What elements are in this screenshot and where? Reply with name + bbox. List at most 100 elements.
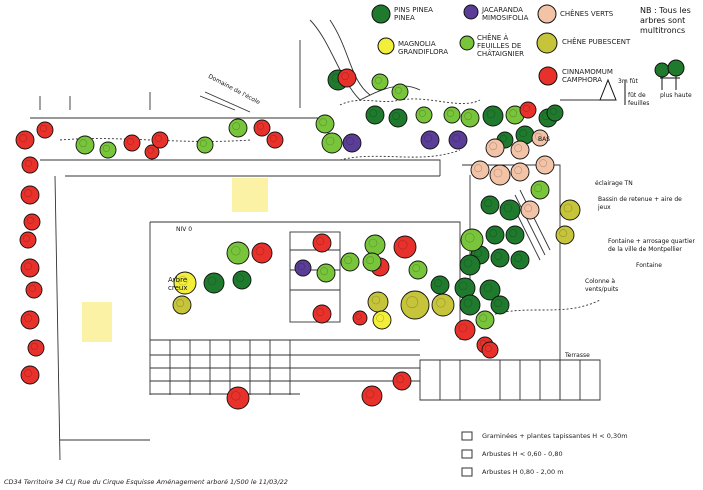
tree-camphora	[151, 131, 169, 149]
tree-sketch-mark	[494, 299, 503, 308]
tree-chene-chataignier	[364, 234, 386, 256]
tree-sketch-mark	[483, 283, 493, 293]
legend-label-pin: Pins Pinea Pinea	[394, 6, 433, 22]
tree-jacaranda	[294, 259, 312, 277]
tree-sketch-mark	[398, 240, 408, 250]
tree-sketch-mark	[493, 168, 503, 178]
legend-label-chene-pubescent: Chêne pubescent	[562, 38, 631, 46]
note-patch	[232, 178, 268, 212]
tree-sketch-mark	[484, 199, 493, 208]
tree-sketch-mark	[154, 134, 162, 142]
legend-swatch-pin	[371, 4, 391, 24]
tree-sketch-mark	[509, 109, 518, 118]
tree-jacaranda	[342, 133, 362, 153]
tree-chene-vert	[470, 160, 490, 180]
tree-camphora	[361, 385, 383, 407]
tree-sketch-mark	[28, 284, 36, 292]
tree-chene-chataignier	[321, 132, 343, 154]
label-fontaine-small: Fontaine	[636, 262, 662, 269]
tree-sketch-mark	[396, 375, 405, 384]
tree-jacaranda	[448, 130, 468, 150]
tree-sketch-mark	[39, 124, 47, 132]
note-fut: 3m fût	[618, 78, 638, 85]
tree-camphora	[20, 310, 40, 330]
tree-chene-vert	[485, 138, 505, 158]
tree-chene-pubescent	[400, 290, 430, 320]
tree-chene-chataignier	[460, 108, 480, 128]
tree-camphora	[226, 386, 250, 410]
tree-camphora	[23, 213, 41, 231]
tree-sketch-mark	[549, 107, 557, 115]
tree-chene-chataignier	[460, 228, 484, 252]
tree-sketch-mark	[463, 258, 473, 268]
tree-sketch-mark	[176, 299, 185, 308]
tree-chene-chataignier	[391, 83, 409, 101]
tree-sketch-mark	[489, 229, 498, 238]
tree-pin	[499, 199, 521, 221]
trees-layer	[15, 68, 581, 410]
tree-chene-chataignier	[530, 180, 550, 200]
tree-chene-vert	[520, 200, 540, 220]
tree-sketch-mark	[514, 144, 523, 153]
tree-sketch-mark	[539, 159, 548, 168]
tree-chene-vert	[510, 162, 530, 182]
tree-pin	[505, 225, 525, 245]
tree-camphora	[312, 233, 332, 253]
tree-sketch-mark	[24, 262, 33, 271]
tree-pin	[430, 275, 450, 295]
tree-chene-chataignier	[443, 106, 461, 124]
tree-sketch-mark	[446, 109, 454, 117]
tree-sketch-mark	[486, 109, 496, 119]
tree-camphora	[36, 121, 54, 139]
tree-sketch-mark	[374, 76, 382, 84]
tree-chene-pubescent	[431, 293, 455, 317]
tree-camphora	[454, 319, 476, 341]
tree-sketch-mark	[178, 276, 188, 286]
tree-sketch-mark	[534, 132, 542, 140]
tree-pin	[388, 108, 408, 128]
tree-pin	[479, 279, 501, 301]
tree-sketch-mark	[412, 264, 421, 273]
tree-pin	[459, 294, 481, 316]
tree-camphora	[251, 242, 273, 264]
label-bas: BAS	[538, 136, 551, 143]
tree-sketch-mark	[458, 323, 468, 333]
label-arbre-creux: Arbre creux	[168, 276, 188, 292]
tree-camphora	[392, 371, 412, 391]
tree-sketch-mark	[559, 229, 568, 238]
tree-sketch-mark	[424, 134, 433, 143]
tree-sketch-mark	[236, 274, 245, 283]
tree-sketch-mark	[207, 276, 217, 286]
tree-sketch-mark	[297, 262, 305, 270]
tree-sketch-mark	[24, 189, 33, 198]
tree-sketch-mark	[366, 256, 375, 265]
tree-camphora	[123, 134, 141, 152]
tree-sketch-mark	[231, 391, 241, 401]
tree-camphora	[27, 339, 45, 357]
tree-chene-chataignier	[316, 263, 336, 283]
tree-sketch-mark	[563, 203, 573, 213]
tree-sketch-mark	[269, 134, 277, 142]
tree-camphora	[266, 131, 284, 149]
note-feuilles: fût de feuilles	[628, 92, 650, 107]
tree-pin	[365, 105, 385, 125]
tree-chene-chataignier	[415, 106, 433, 124]
tree-pin	[203, 272, 225, 294]
tree-camphora	[25, 281, 43, 299]
tree-sketch-mark	[474, 164, 483, 173]
tree-chene-vert	[535, 155, 555, 175]
legend-label-camphora: Cinnamomum Camphora	[562, 68, 613, 84]
tree-sketch-mark	[320, 267, 329, 276]
tree-sketch-mark	[316, 308, 325, 317]
tree-magnolia	[173, 271, 197, 295]
tree-sketch-mark	[464, 112, 473, 121]
tree-sketch-mark	[22, 234, 30, 242]
tree-sketch-mark	[418, 109, 426, 117]
tree-sketch-mark	[368, 238, 378, 248]
tree-camphora	[352, 310, 368, 326]
tree-sketch-mark	[465, 233, 475, 243]
tree-chene-pubescent	[172, 295, 192, 315]
tree-chene-pubescent	[555, 225, 575, 245]
tree-camphora	[15, 130, 35, 150]
legend-label-magnolia: Magnolia Grandiflora	[398, 40, 449, 56]
